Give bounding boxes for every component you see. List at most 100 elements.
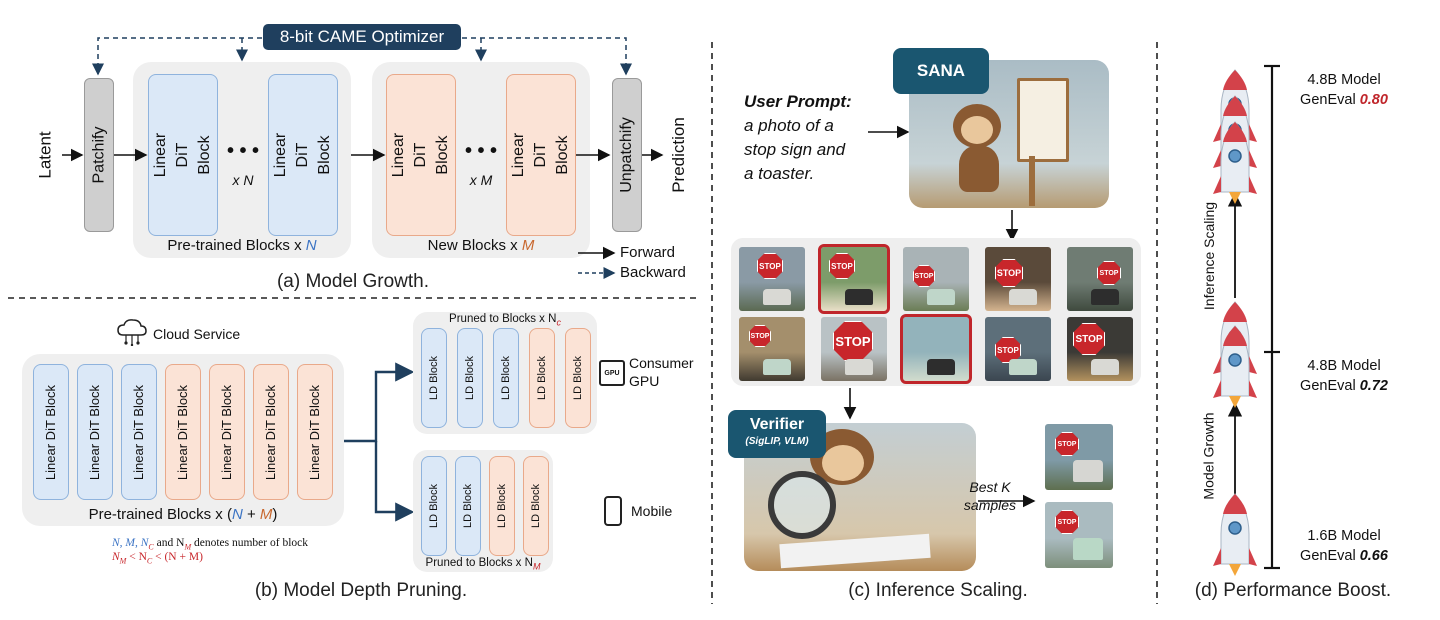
prune-block-4: Linear DiT Block [165,364,201,500]
sample-thumbnail: STOP [1067,247,1133,311]
latent-label: Latent [36,131,56,179]
sample-thumbnail: STOP [821,317,887,381]
sample-thumbnail: STOP [985,317,1051,381]
new-block-last: Linear DiT Block [506,74,576,236]
ld-top-3: LD Block [493,328,519,428]
bottom-model-stat: 1.6B Model GenEval 0.66 [1300,528,1388,564]
best-k-label: Best K samples [963,479,1017,513]
easel-leg [1029,156,1035,206]
user-prompt: User Prompt: a photo of a stop sign and … [744,92,852,183]
optimizer-label: 8-bit CAME Optimizer [263,24,461,50]
backward-line-right [462,37,632,76]
ld-top-5: LD Block [565,328,591,428]
stop-sign-icon: STOP [749,325,771,347]
pretrained-dots: • • • [226,140,260,162]
legend-backward: Backward [620,264,686,281]
caption-c: (c) Inference Scaling. [848,580,1028,601]
toaster-icon [1073,460,1103,482]
monkey-face [961,116,993,144]
stop-sign-icon: STOP [1097,261,1121,285]
note-line-1: N, M, NC and NM denotes number of block [112,537,308,552]
unpatchify-block: Unpatchify [612,78,642,232]
toaster-icon [1091,359,1119,375]
mobile-phone-icon [604,496,622,526]
ld-top-1: LD Block [421,328,447,428]
mid-model-stat: 4.8B Model GenEval 0.72 [1300,358,1388,394]
backward-line-left [92,37,262,76]
legend-forward: Forward [620,244,676,261]
toaster-icon [845,359,873,375]
panel-c-arrows [843,125,1036,508]
prune-block-6: Linear DiT Block [253,364,289,500]
inference-scaling-label: Inference Scaling [1201,201,1217,311]
patchify-block: Patchify [84,78,114,232]
toaster-icon [1009,289,1037,305]
stop-sign-icon: STOP [913,265,935,287]
new-blocks-label: New Blocks x M [427,237,535,254]
new-block-first: Linear DiT Block [386,74,456,236]
mobile-label: Mobile [631,503,673,519]
times-m: x M [469,172,493,188]
toaster-icon [927,289,955,305]
sample-thumbnail: STOP [903,247,969,311]
pruning-arrows [344,362,415,522]
pruned-top-label: Pruned to Blocks x Nc [449,313,561,328]
stop-sign-icon: STOP [1073,323,1105,355]
ld-top-2: LD Block [457,328,483,428]
prune-block-5: Linear DiT Block [209,364,245,500]
verifier-monkey-face [822,445,864,481]
toaster-icon [1091,289,1119,305]
toaster-icon [927,359,955,375]
new-dots: • • • [464,140,498,162]
ld-bottom-2: LD Block [455,456,481,556]
toaster-icon [763,289,791,305]
pretrained-nm-label: Pre-trained Blocks x (N + M) [88,506,278,523]
caption-b: (b) Model Depth Pruning. [254,580,468,601]
consumer-gpu-label: Consumer GPU [629,355,694,389]
stop-sign-icon: STOP [833,321,873,361]
times-n: x N [232,172,254,188]
cloud-service-label: Cloud Service [153,326,241,342]
sana-monkey-image [909,60,1109,208]
caption-a: (a) Model Growth. [276,271,430,292]
sample-thumbnail: STOP [985,247,1051,311]
stop-sign-icon: STOP [1055,432,1079,456]
toaster-icon [845,289,873,305]
note-line-2: NM < NC < (N + M) [112,551,203,566]
stop-sign-icon: STOP [757,253,783,279]
stop-sign-icon: STOP [829,253,855,279]
prune-block-2: Linear DiT Block [77,364,113,500]
pretrained-blocks-label: Pre-trained Blocks x N [167,237,317,254]
prune-block-7: Linear DiT Block [297,364,333,500]
caption-d: (d) Performance Boost. [1194,580,1392,601]
prune-block-1: Linear DiT Block [33,364,69,500]
verifier-label: Verifier (SigLIP, VLM) [728,410,826,458]
prediction-label: Prediction [669,117,689,193]
prune-block-3: Linear DiT Block [121,364,157,500]
sample-thumbnail [900,314,972,384]
best-sample-thumbnail: STOP [1045,502,1113,568]
stop-sign-icon: STOP [995,259,1023,287]
sample-thumbnail: STOP [818,244,890,314]
panel-a-arrows [62,37,664,279]
gpu-chip-icon: GPU [599,360,625,386]
pretrained-block-last: Linear DiT Block [268,74,338,236]
sample-thumbnail: STOP [1067,317,1133,381]
easel-canvas [1017,78,1069,162]
pretrained-block-first: Linear DiT Block [148,74,218,236]
toaster-icon [1009,359,1037,375]
ld-bottom-3: LD Block [489,456,515,556]
ld-bottom-4: LD Block [523,456,549,556]
toaster-icon [763,359,791,375]
ld-bottom-1: LD Block [421,456,447,556]
magnifier-icon [768,471,836,539]
ld-top-4: LD Block [529,328,555,428]
top-model-stat: 4.8B Model GenEval 0.80 [1300,72,1388,108]
stop-sign-icon: STOP [1055,510,1079,534]
sana-label: SANA [893,48,989,94]
best-sample-thumbnail: STOP [1045,424,1113,490]
stop-sign-icon: STOP [995,337,1021,363]
cloud-icon [117,319,147,346]
